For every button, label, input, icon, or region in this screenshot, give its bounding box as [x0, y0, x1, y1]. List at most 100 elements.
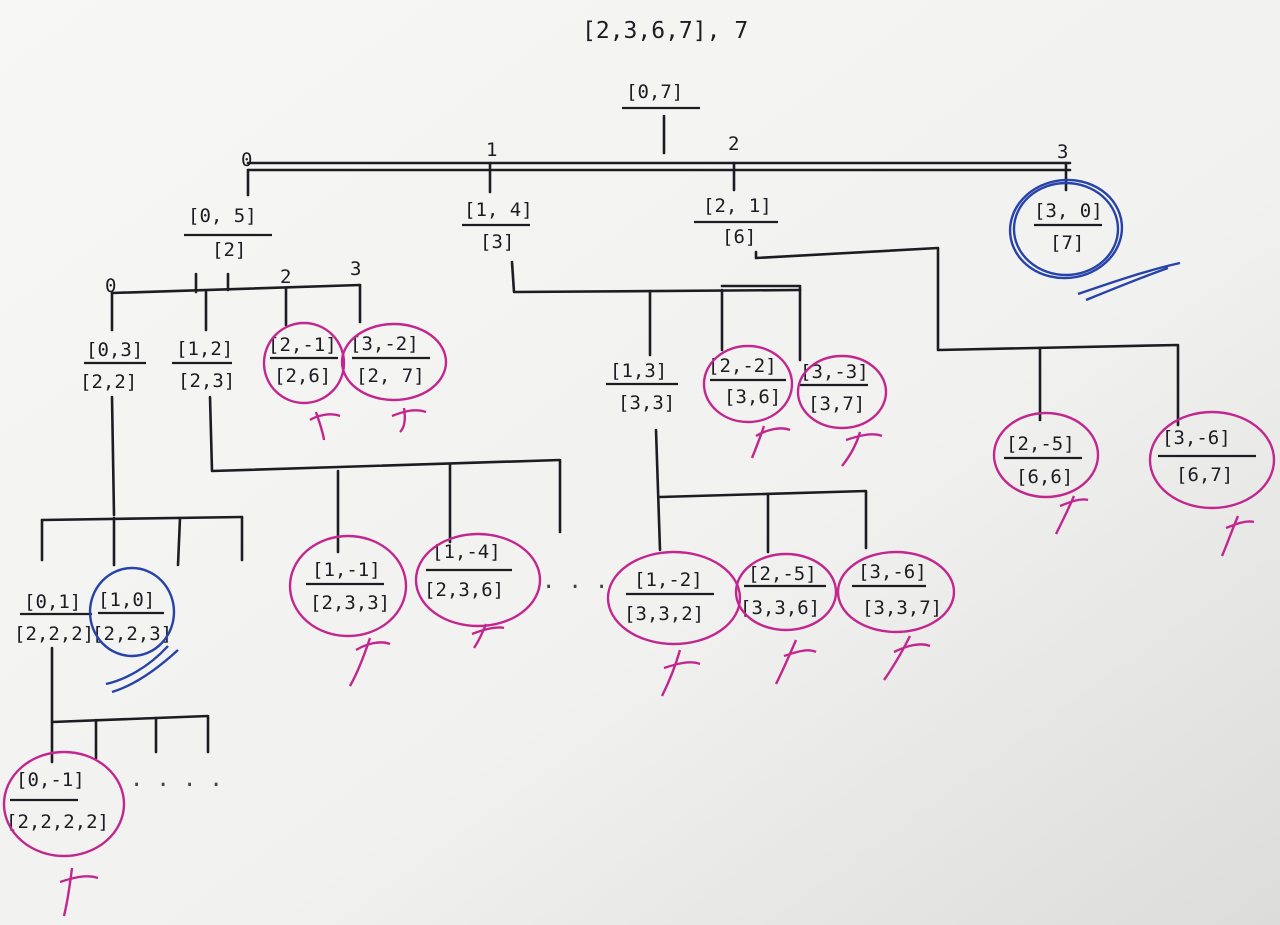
rejected-mark-3-m6-b: [883, 635, 931, 681]
node-2-1: [2, 1] [6]: [694, 195, 778, 248]
rejected-mark-1-m2: [660, 649, 701, 697]
solution-check-3-0: [1077, 261, 1181, 302]
node-3-m6-b-path: [3,3,7]: [862, 597, 942, 619]
rejected-mark-2-m5-a: [1054, 495, 1089, 535]
node-1-2-path: [2,3]: [178, 370, 235, 392]
rejected-mark-3-m6-a: [1220, 515, 1255, 557]
node-2-m5-a-path: [6,6]: [1016, 466, 1073, 488]
node-1-m1-state: [1,-1]: [312, 559, 381, 581]
connectors-under-2-1: [754, 246, 1180, 427]
node-1-m4-path: [2,3,6]: [424, 579, 504, 601]
rejected-circle-0-m1: [2, 750, 126, 858]
rejected-circle-1-m4: [414, 532, 542, 628]
node-3-0: [3, 0] [7]: [1008, 178, 1181, 302]
node-1-m2-state: [1,-2]: [634, 569, 703, 591]
node-1-m4: [1,-4] [2,3,6]: [414, 532, 542, 649]
node-1-3: [1,3] [3,3]: [606, 360, 678, 414]
rejected-circle-2-m1: [262, 321, 346, 405]
node-3-m6-a: [3,-6] [6,7]: [1148, 410, 1276, 557]
rejected-mark-2-m5-b: [774, 639, 817, 685]
node-0-3-state: [0,3]: [86, 339, 143, 361]
node-2-m2-path: [3,6]: [724, 386, 781, 408]
solution-circle-1-0: [88, 566, 176, 658]
root-edge-label-0: 0: [241, 149, 252, 171]
rejected-circle-1-m2: [606, 550, 742, 646]
node-2-m5-b-state: [2,-5]: [748, 563, 817, 585]
rejected-circle-3-m6-b: [836, 550, 956, 634]
node-0-3: [0,3] [2,2]: [80, 339, 146, 393]
node-0-1: [0,1] [2,2,2]: [14, 591, 94, 645]
rejected-circle-2-m5-a: [992, 411, 1100, 499]
node-1-3-path: [3,3]: [618, 392, 675, 414]
node-3-m6-b-state: [3,-6]: [858, 561, 927, 583]
node-2-m2: [2,-2] [3,6]: [702, 344, 794, 459]
node-0-1-state: [0,1]: [24, 591, 81, 613]
rejected-circle-3-m2: [340, 322, 448, 402]
node-1-2: [1,2] [2,3]: [172, 338, 235, 392]
root-edge-label-2: 2: [728, 133, 739, 155]
node-0-m1: [0,-1] [2,2,2,2]: [2, 750, 126, 917]
root-connectors: [246, 114, 1072, 197]
solution-circle-3-0-outer: [1008, 178, 1124, 280]
problem-title: [2,3,6,7], 7: [582, 18, 748, 44]
node-0-3-path: [2,2]: [80, 371, 137, 393]
node-2-m5-b: [2,-5] [3,3,6]: [734, 552, 838, 685]
node-3-m6-b: [3,-6] [3,3,7]: [836, 550, 956, 681]
ellipsis-more-branches-2: · · · ·: [130, 773, 223, 798]
rejected-mark-1-m4: [471, 623, 505, 649]
node-1-4-path: [3]: [480, 231, 514, 253]
node-0-5: [0, 5] [2]: [184, 205, 272, 261]
node-3-m2: [3,-2] [2, 7]: [340, 322, 448, 433]
node-2-m5-a: [2,-5] [6,6]: [992, 411, 1100, 535]
node-root-state: [0,7]: [626, 81, 683, 103]
rejected-mark-3-m3: [841, 431, 883, 467]
node-1-m1: [1,-1] [2,3,3]: [288, 534, 408, 687]
rejected-circle-2-m5-b: [734, 552, 838, 632]
rejected-mark-0-m1: [59, 867, 99, 917]
node-2-m1-state: [2,-1]: [268, 334, 337, 356]
node-0-5-path: [2]: [212, 239, 246, 261]
n05-edge-label-2: 2: [280, 266, 291, 288]
node-0-m1-state: [0,-1]: [16, 769, 85, 791]
node-2-m5-a-state: [2,-5]: [1006, 433, 1075, 455]
rejected-circle-2-m2: [702, 344, 794, 424]
node-0-1-path: [2,2,2]: [14, 623, 94, 645]
node-1-m2-path: [3,3,2]: [624, 603, 704, 625]
solution-circle-3-0: [1012, 181, 1120, 277]
node-2-1-state: [2, 1]: [703, 195, 772, 217]
node-2-m2-state: [2,-2]: [708, 355, 777, 377]
node-1-4: [1, 4] [3]: [462, 199, 533, 253]
node-3-m6-a-path: [6,7]: [1176, 464, 1233, 486]
node-1-m4-state: [1,-4]: [432, 541, 501, 563]
rejected-mark-3-m2: [391, 407, 427, 433]
node-3-m6-a-state: [3,-6]: [1162, 427, 1231, 449]
node-2-1-path: [6]: [722, 226, 756, 248]
node-1-m1-path: [2,3,3]: [310, 592, 390, 614]
node-3-m3: [3,-3] [3,7]: [796, 354, 888, 467]
rejected-circle-3-m6-a: [1148, 410, 1276, 510]
root-edge-label-3: 3: [1057, 141, 1068, 163]
node-1-0-path: [2,2,3]: [92, 623, 172, 645]
solution-check-1-0: [105, 645, 179, 694]
node-3-m3-path: [3,7]: [808, 393, 865, 415]
node-3-0-path: [7]: [1050, 232, 1084, 254]
node-3-m2-path: [2, 7]: [356, 365, 425, 387]
node-1-3-state: [1,3]: [610, 360, 667, 382]
node-1-0: [1,0] [2,2,3]: [88, 566, 179, 694]
connectors-under-0-5: [110, 272, 362, 332]
node-3-m3-state: [3,-3]: [800, 361, 869, 383]
node-2-m5-b-path: [3,3,6]: [740, 597, 820, 619]
node-1-4-state: [1, 4]: [464, 199, 533, 221]
node-0-m1-path: [2,2,2,2]: [6, 811, 109, 833]
node-3-0-state: [3, 0]: [1034, 200, 1103, 222]
node-1-0-state: [1,0]: [98, 589, 155, 611]
ellipsis-more-branches-1: · · ·: [542, 575, 608, 600]
rejected-mark-2-m2: [750, 425, 791, 459]
node-0-5-state: [0, 5]: [188, 205, 257, 227]
node-2-m1: [2,-1] [2,6]: [262, 321, 346, 441]
n05-edge-label-0: 0: [105, 275, 116, 297]
root-edge-label-1: 1: [486, 139, 497, 161]
node-3-m2-state: [3,-2]: [350, 333, 419, 355]
